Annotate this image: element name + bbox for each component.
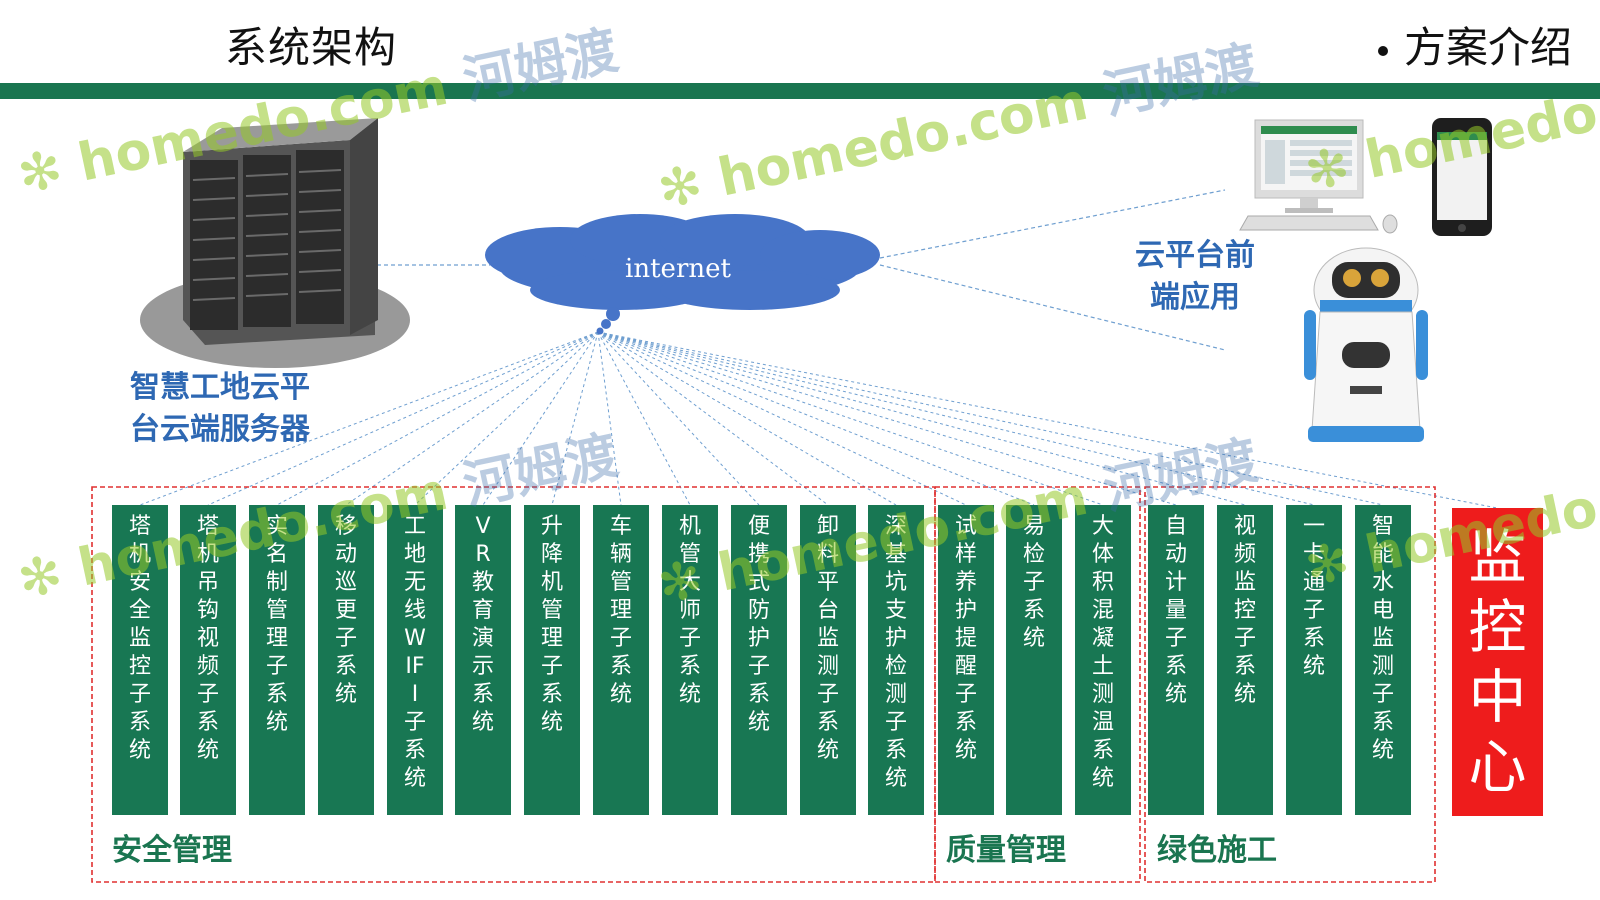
frontend-link-1 — [879, 189, 1226, 259]
network-link — [276, 331, 599, 506]
monitor-center-label: 监控中心 — [1468, 523, 1527, 801]
subsystem-column: 工地无线WIFI子系统 — [387, 505, 443, 815]
frontend-label-line1: 云平台前 — [1135, 238, 1255, 273]
frontend-label-line2: 端应用 — [1150, 280, 1240, 315]
subsystem-label: 自动计量子系统 — [1165, 514, 1188, 707]
network-link — [597, 331, 1104, 506]
subsystem-label: 实名制管理子系统 — [266, 514, 289, 735]
green-group-box — [1144, 486, 1436, 883]
group-label-quality: 质量管理 — [946, 833, 1066, 868]
network-link — [597, 331, 829, 506]
quality-group-box — [934, 486, 1141, 883]
subsystem-label: 便携式防护子系统 — [748, 514, 771, 735]
group-label-safety: 安全管理 — [112, 833, 232, 868]
subsystem-column: 塔机安全监控子系统 — [112, 505, 168, 815]
frontend-link-2 — [879, 264, 1226, 351]
subsystem-column: 机管大师子系统 — [662, 505, 718, 815]
server-rack-icon — [140, 118, 410, 368]
subsystem-column: 深基坑支护检测子系统 — [868, 505, 924, 815]
network-link — [597, 331, 1315, 506]
subsystem-column: 视频监控子系统 — [1217, 505, 1273, 815]
subsystem-column: 移动巡更子系统 — [318, 505, 374, 815]
subsystem-column: 大体积混凝土测温系统 — [1075, 505, 1131, 815]
network-link — [597, 331, 967, 506]
network-link — [482, 331, 599, 506]
frontend-label: 云平台前 端应用 — [1110, 235, 1280, 319]
subsystem-column: 一卡通子系统 — [1286, 505, 1342, 815]
subsystem-label: VR教育演示系统 — [472, 514, 495, 735]
subsystem-column: 智能水电监测子系统 — [1355, 505, 1411, 815]
network-link — [345, 331, 599, 506]
server-label: 智慧工地云平 台云端服务器 — [100, 367, 340, 451]
subsystem-column: 塔机吊钩视频子系统 — [180, 505, 236, 815]
network-link — [597, 331, 1035, 506]
subsystem-label: 升降机管理子系统 — [541, 514, 564, 735]
group-label-green: 绿色施工 — [1157, 833, 1277, 868]
subsystem-label: 工地无线WIFI子系统 — [404, 514, 427, 791]
bullet-icon — [1377, 45, 1388, 56]
desktop-computer-icon — [1239, 119, 1398, 234]
subsystem-label: 视频监控子系统 — [1234, 514, 1257, 707]
subsystem-label: 深基坑支护检测子系统 — [885, 514, 908, 791]
subsystem-column: 试样养护提醒子系统 — [938, 505, 994, 815]
subsystem-column: 便携式防护子系统 — [731, 505, 787, 815]
network-link — [597, 331, 1246, 506]
subsystem-column: VR教育演示系统 — [455, 505, 511, 815]
internet-cloud — [485, 214, 880, 335]
subsystem-label: 塔机吊钩视频子系统 — [197, 514, 220, 763]
subsystem-label: 易检子系统 — [1023, 514, 1046, 651]
subsystem-label: 智能水电监测子系统 — [1372, 514, 1395, 763]
subsystem-label: 大体积混凝土测温系统 — [1092, 514, 1115, 791]
network-link — [207, 331, 599, 506]
section-title: 方案介绍 — [1377, 14, 1572, 75]
robot-icon — [1304, 247, 1428, 442]
network-link — [597, 331, 897, 506]
subsystem-label: 一卡通子系统 — [1303, 514, 1326, 679]
page-title: 系统架构 — [225, 23, 398, 72]
network-link — [597, 331, 622, 506]
monitor-center-box: 监控中心 — [1452, 508, 1543, 816]
section-label: 方案介绍 — [1403, 23, 1572, 72]
server-label-line2: 台云端服务器 — [130, 412, 310, 447]
subsystem-column: 易检子系统 — [1006, 505, 1062, 815]
header-bar — [0, 83, 1600, 99]
internet-label: internet — [625, 254, 731, 284]
subsystem-label: 移动巡更子系统 — [335, 514, 358, 707]
server-label-line1: 智慧工地云平 — [130, 370, 310, 405]
subsystem-column: 车辆管理子系统 — [593, 505, 649, 815]
subsystem-label: 试样养护提醒子系统 — [955, 514, 978, 763]
network-link — [597, 331, 691, 506]
network-link — [597, 331, 1384, 506]
smartphone-icon — [1432, 118, 1492, 236]
subsystem-column: 升降机管理子系统 — [524, 505, 580, 815]
subsystem-label: 车辆管理子系统 — [610, 514, 633, 707]
network-link — [597, 331, 1177, 506]
subsystem-label: 塔机安全监控子系统 — [129, 514, 152, 763]
subsystem-label: 机管大师子系统 — [679, 514, 702, 707]
subsystem-label: 卸料平台监测子系统 — [817, 514, 840, 763]
network-link — [597, 331, 1498, 509]
subsystem-column: 实名制管理子系统 — [249, 505, 305, 815]
subsystem-column: 卸料平台监测子系统 — [800, 505, 856, 815]
subsystem-column: 自动计量子系统 — [1148, 505, 1204, 815]
